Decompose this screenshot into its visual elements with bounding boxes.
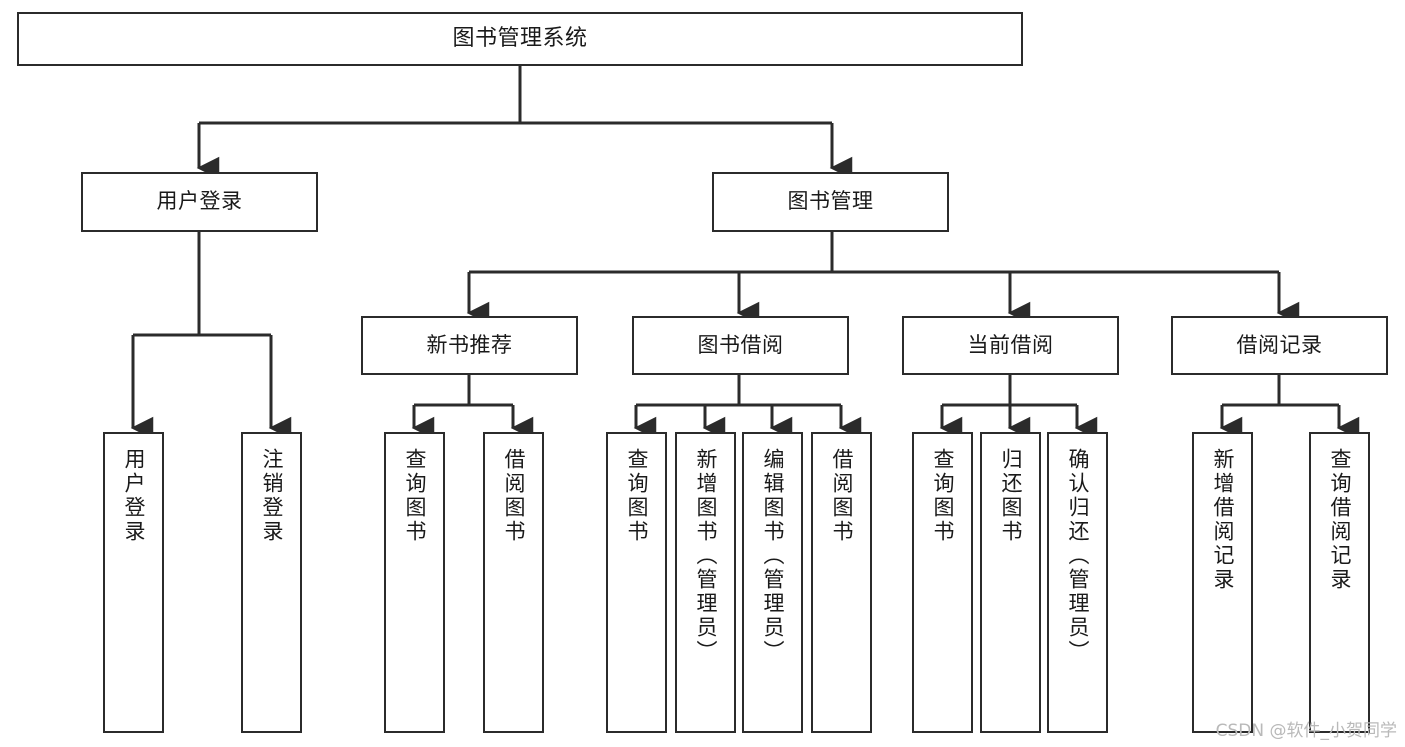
leaf-current-borrow-confirm-return-admin[interactable]: 确认归还（管理员） <box>1047 432 1108 733</box>
node-label: 借阅图书 <box>502 448 526 544</box>
node-root-book-management-system[interactable]: 图书管理系统 <box>17 12 1023 66</box>
node-new-book-recommend[interactable]: 新书推荐 <box>361 316 578 375</box>
leaf-book-borrow-add-book-admin[interactable]: 新增图书（管理员） <box>675 432 736 733</box>
leaf-new-book-borrow-book[interactable]: 借阅图书 <box>483 432 544 733</box>
node-label: 用户登录 <box>156 189 243 214</box>
node-book-management[interactable]: 图书管理 <box>712 172 949 232</box>
node-label: 查询图书 <box>625 448 649 544</box>
node-label: 查询图书 <box>931 448 955 544</box>
node-label: 查询图书 <box>403 448 427 544</box>
leaf-current-borrow-return-book[interactable]: 归还图书 <box>980 432 1041 733</box>
leaf-current-borrow-query-book[interactable]: 查询图书 <box>912 432 973 733</box>
csdn-watermark: CSDN @软件_小贺同学 <box>1215 721 1397 741</box>
node-user-login[interactable]: 用户登录 <box>81 172 318 232</box>
node-label: 新增图书（管理员） <box>694 448 718 664</box>
node-label: 确认归还（管理员） <box>1066 448 1090 664</box>
node-label: 新增借阅记录 <box>1211 448 1235 592</box>
node-label: 图书借阅 <box>697 332 784 357</box>
leaf-book-borrow-borrow-book[interactable]: 借阅图书 <box>811 432 872 733</box>
node-current-borrow[interactable]: 当前借阅 <box>902 316 1119 375</box>
node-label: 新书推荐 <box>426 332 513 357</box>
node-label: 借阅图书 <box>830 448 854 544</box>
leaf-user-login-login[interactable]: 用户登录 <box>103 432 164 733</box>
leaf-new-book-query-book[interactable]: 查询图书 <box>384 432 445 733</box>
node-label: 图书管理 <box>787 189 874 214</box>
node-label: 借阅记录 <box>1236 332 1323 357</box>
node-label: 图书管理系统 <box>452 25 588 51</box>
node-label: 当前借阅 <box>967 332 1054 357</box>
node-book-borrow[interactable]: 图书借阅 <box>632 316 849 375</box>
node-borrow-record[interactable]: 借阅记录 <box>1171 316 1388 375</box>
leaf-borrow-record-query-record[interactable]: 查询借阅记录 <box>1309 432 1370 733</box>
leaf-user-login-logout[interactable]: 注销登录 <box>241 432 302 733</box>
node-label: 注销登录 <box>260 448 284 544</box>
leaf-book-borrow-query-book[interactable]: 查询图书 <box>606 432 667 733</box>
node-label: 编辑图书（管理员） <box>761 448 785 664</box>
leaf-book-borrow-edit-book-admin[interactable]: 编辑图书（管理员） <box>742 432 803 733</box>
node-label: 归还图书 <box>999 448 1023 544</box>
node-label: 用户登录 <box>122 448 146 544</box>
node-label: 查询借阅记录 <box>1328 448 1352 592</box>
leaf-borrow-record-add-record[interactable]: 新增借阅记录 <box>1192 432 1253 733</box>
